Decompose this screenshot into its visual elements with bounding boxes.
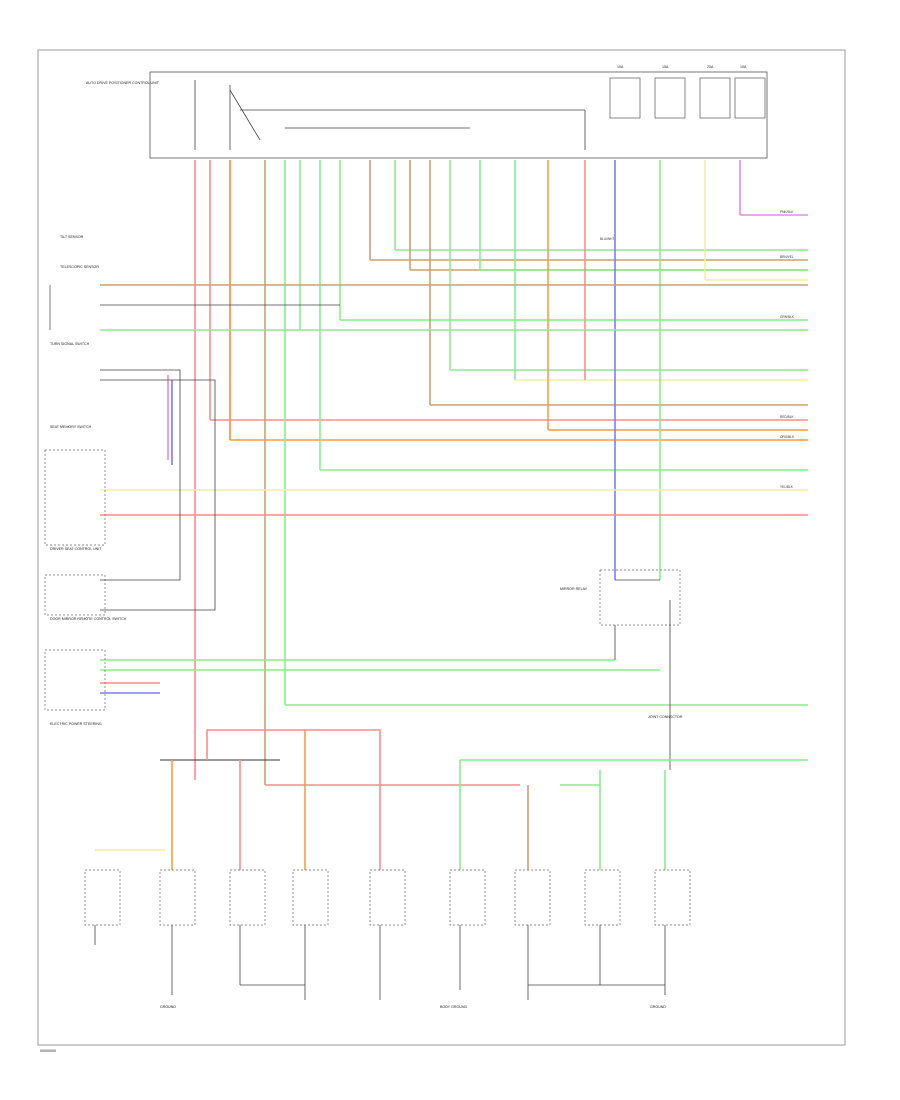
wire-label-orgblk: ORG/BLK xyxy=(780,435,795,439)
ground2-label: BODY GROUND xyxy=(440,1005,467,1009)
ground1-label: GROUND xyxy=(160,1005,176,1009)
relay-box xyxy=(599,569,681,626)
control-unit-box xyxy=(149,71,768,159)
fuse-box-3 xyxy=(699,77,731,119)
fuse-box-2 xyxy=(654,77,686,119)
diagram-frame xyxy=(37,49,846,1046)
sensor1-label: TILT SENSOR xyxy=(60,235,84,239)
fuse-label-4: 10A xyxy=(740,65,747,69)
wire-label-bluwht: BLU/WHT xyxy=(600,237,614,241)
bottom-components xyxy=(84,869,691,926)
module2-box xyxy=(44,574,106,616)
ground-wires xyxy=(94,925,666,1000)
wire-label-pnkblk: PNK/BLK xyxy=(780,210,794,214)
module1-label: DRIVER SEAT CONTROL UNIT xyxy=(50,547,102,551)
footer-code: 00000000 xyxy=(40,1049,56,1053)
wire-label-brnyel: BRN/YEL xyxy=(780,255,794,259)
wire-label-yelblk: YEL/BLK xyxy=(780,485,794,489)
fuse-label-3: 20A xyxy=(707,65,714,69)
module3-label: ELECTRIC POWER STEERING xyxy=(50,722,102,726)
fuse-box-4 xyxy=(734,77,766,119)
control-unit-label: AUTO DRIVE POSITIONER CONTROL UNIT xyxy=(86,81,160,85)
ground3-label: GROUND xyxy=(650,1005,666,1009)
wire-label-grnblk: GRN/BLK xyxy=(780,315,795,319)
junction-label: JOINT CONNECTOR xyxy=(648,715,683,719)
fuse-label-2: 15A xyxy=(662,65,669,69)
module2-label: DOOR MIRROR REMOTE CONTROL SWITCH xyxy=(50,617,127,621)
sensor2-label: TELESCOPIC SENSOR xyxy=(60,265,99,269)
wire-label-redblk: RED/BLK xyxy=(780,415,795,419)
relay-label: MIRROR RELAY xyxy=(560,587,588,591)
fuse-label-1: 10A xyxy=(617,65,624,69)
fuse-box-1 xyxy=(609,77,641,119)
switch2-label: SEAT MEMORY SWITCH xyxy=(50,425,92,429)
module3-box xyxy=(44,649,106,711)
switch1-label: TURN SIGNAL SWITCH xyxy=(50,342,90,346)
module1-box xyxy=(44,449,106,546)
